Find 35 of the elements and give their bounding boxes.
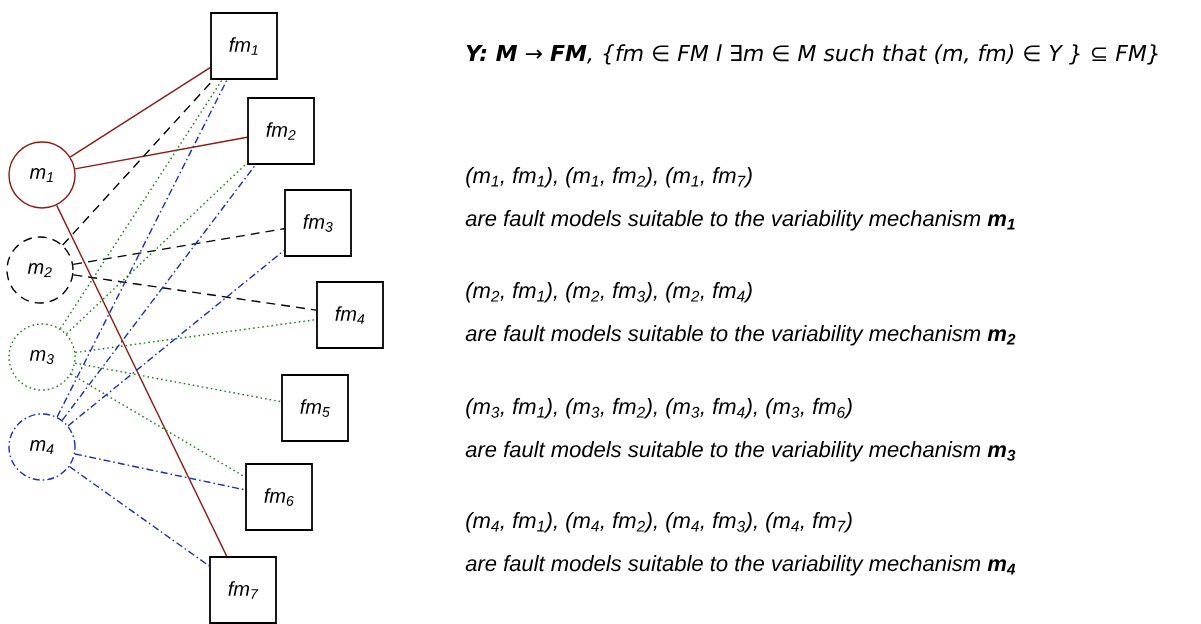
square-node: fm$_{3}$ — [284, 189, 352, 257]
circle-node: m$_{1}$ — [8, 141, 76, 209]
connector-line — [67, 249, 285, 427]
square-node: fm$_{7}$ — [209, 556, 277, 624]
connector-line — [74, 362, 282, 403]
circle-node: m$_{3}$ — [8, 323, 76, 391]
description-text: are fault models suitable to the variability mechanism m$_{4}$ — [465, 555, 1016, 576]
circle-node: m$_{4}$ — [8, 413, 76, 481]
connector-line — [59, 79, 223, 330]
connector-line — [56, 79, 228, 418]
square-node: fm$_{6}$ — [245, 463, 313, 531]
pair-list: (m$_{1}$, fm$_{1}$), (m$_{1}$, fm$_{2}$), (m$_{1}$, fm$_{7}$) — [466, 167, 752, 188]
connector-line — [69, 66, 211, 158]
connector-line — [68, 465, 210, 567]
pair-list: (m$_{2}$, fm$_{1}$), (m$_{2}$, fm$_{3}$), (m$_{2}$, fm$_{4}$) — [466, 282, 752, 303]
description-text: are fault models suitable to the variability mechanism m$_{1}$ — [465, 210, 1015, 231]
pair-list: (m$_{3}$, fm$_{1}$), (m$_{3}$, fm$_{2}$), (m$_{3}$, fm$_{4}$), (m$_{3}$, fm$_{6}$) — [466, 398, 852, 419]
connector-line — [74, 318, 317, 354]
circle-node: m$_{2}$ — [6, 236, 74, 304]
connector-line — [74, 136, 248, 170]
square-node: fm$_{4}$ — [316, 281, 384, 349]
connector-line — [72, 228, 285, 266]
connector-line — [72, 274, 317, 311]
connector-line — [56, 204, 228, 557]
square-node: fm$_{1}$ — [210, 12, 278, 80]
square-node: fm$_{2}$ — [247, 97, 315, 165]
formula-text: Y: M → FM, {fm ∈ FM l ∃m ∈ M such that (m, fm) ∈ Y } ⊆ FM} — [466, 44, 1158, 65]
description-text: are fault models suitable to the variability mechanism m$_{2}$ — [465, 325, 1016, 346]
square-node: fm$_{5}$ — [281, 374, 349, 442]
connector-line — [65, 162, 248, 335]
connector-line — [74, 453, 246, 491]
description-text: are fault models suitable to the variability mechanism m$_{3}$ — [465, 441, 1016, 462]
pair-list: (m$_{4}$, fm$_{1}$), (m$_{4}$, fm$_{2}$), (m$_{4}$, fm$_{3}$), (m$_{4}$, fm$_{7}$) — [466, 512, 852, 533]
connector-line — [70, 373, 246, 478]
connector-line — [61, 164, 257, 421]
